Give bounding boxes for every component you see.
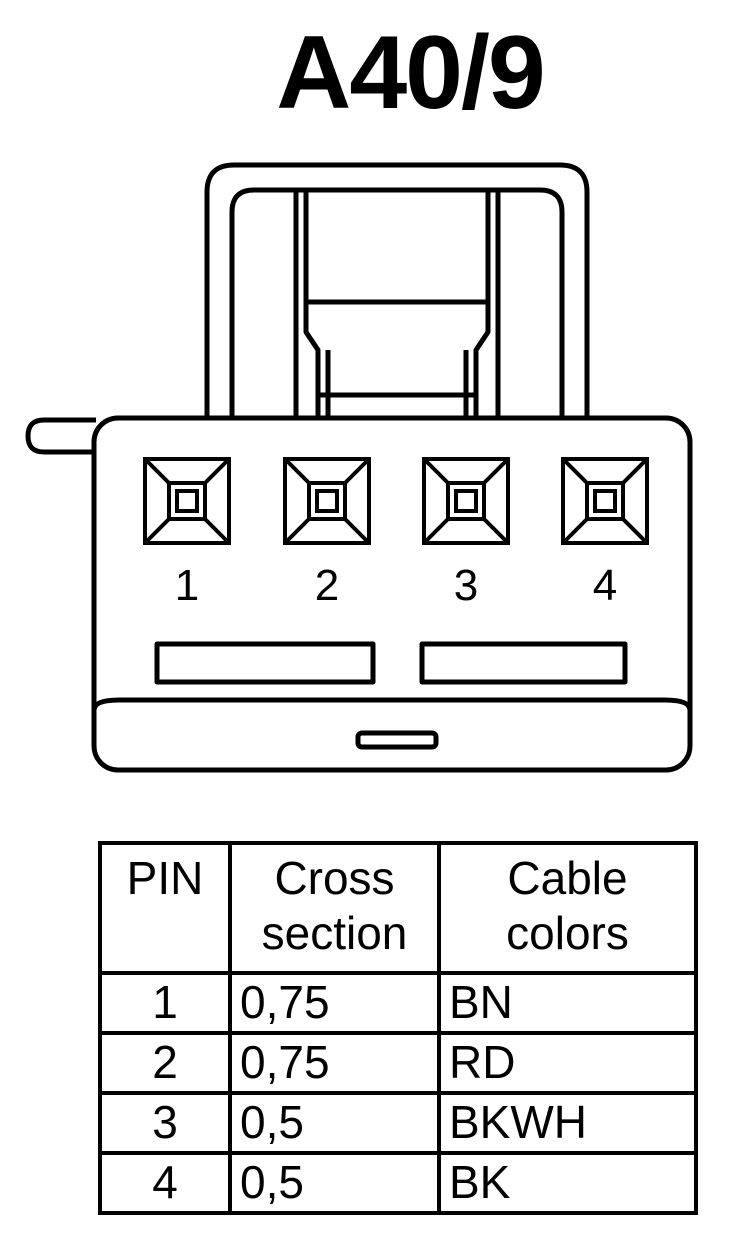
- cell-pin: 2: [98, 1031, 232, 1095]
- pin-cavity-2: [283, 457, 371, 545]
- header-cross-section: Cross section: [228, 841, 441, 975]
- slot-left: [154, 641, 376, 685]
- cell-pin: 4: [98, 1151, 232, 1215]
- latch-inner: [229, 187, 565, 420]
- cell-cable-color: BN: [437, 971, 698, 1035]
- cell-cross-section: 0,5: [228, 1151, 441, 1215]
- pin-label: 2: [315, 561, 339, 610]
- latch-outer: [204, 162, 590, 420]
- pin-label: 3: [454, 561, 478, 610]
- bottom-notch: [355, 730, 439, 750]
- connector-housing: [91, 415, 693, 773]
- slot-right: [419, 641, 628, 685]
- table-row: 2 0,75 RD: [98, 1031, 698, 1095]
- cell-cross-section: 0,75: [228, 971, 441, 1035]
- cell-cable-color: BK: [437, 1151, 698, 1215]
- connector-title: A40/9: [276, 15, 546, 131]
- pin-label: 4: [593, 561, 617, 610]
- cell-cross-section: 0,5: [228, 1091, 441, 1155]
- cell-pin: 1: [98, 971, 232, 1035]
- locking-tab: [303, 299, 491, 420]
- pin-cavities: 1 2 3 4: [143, 457, 649, 610]
- pin-cavity-1: [143, 457, 231, 545]
- connector-diagram: 1 2 3 4: [25, 162, 693, 773]
- cell-cross-section: 0,75: [228, 1031, 441, 1095]
- cell-cable-color: RD: [437, 1031, 698, 1095]
- pin-label: 1: [175, 561, 199, 610]
- table-row: 4 0,5 BK: [98, 1151, 698, 1215]
- table-row: 3 0,5 BKWH: [98, 1091, 698, 1155]
- cell-pin: 3: [98, 1091, 232, 1155]
- table-row: 1 0,75 BN: [98, 971, 698, 1035]
- pin-cavity-4: [561, 457, 649, 545]
- pin-cavity-3: [422, 457, 510, 545]
- side-key: [25, 417, 96, 455]
- header-pin: PIN: [98, 841, 232, 975]
- table-header-row: PIN Cross section Cable colors: [98, 841, 698, 975]
- pin-table: PIN Cross section Cable colors 1 0,75 BN…: [98, 841, 698, 1215]
- cell-cable-color: BKWH: [437, 1091, 698, 1155]
- header-cable-colors: Cable colors: [437, 841, 698, 975]
- housing-divider: [91, 697, 693, 735]
